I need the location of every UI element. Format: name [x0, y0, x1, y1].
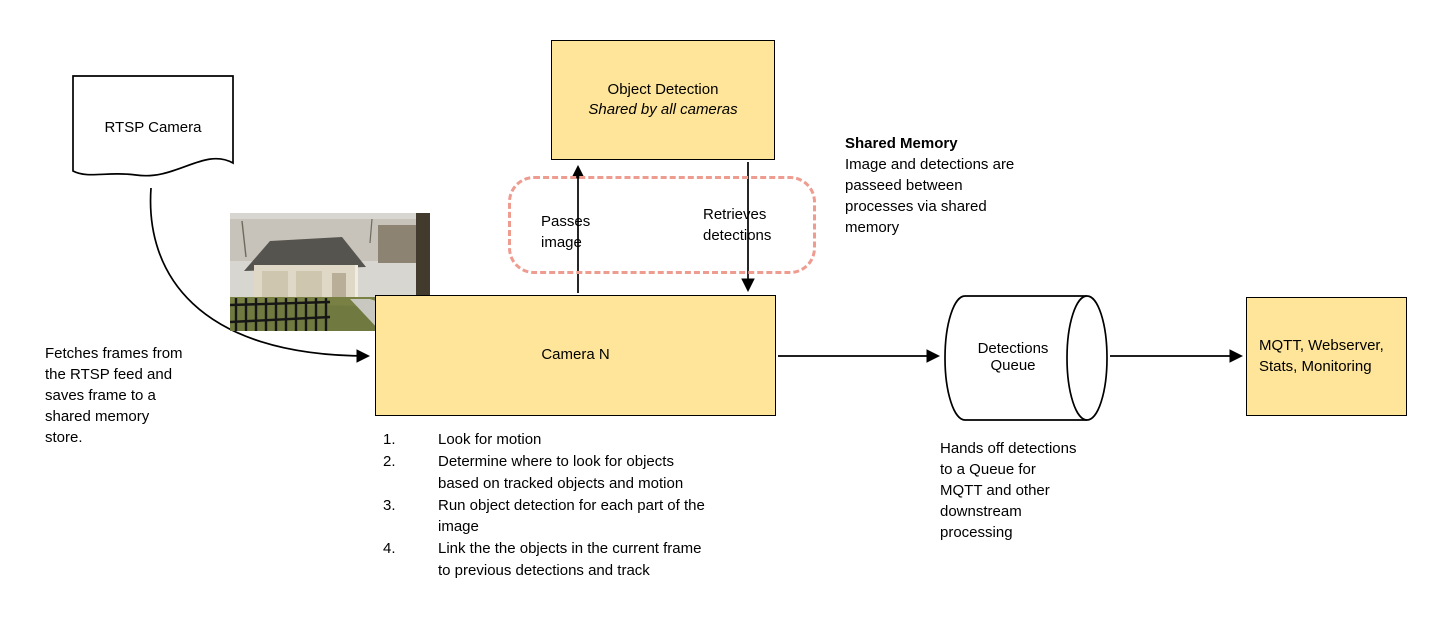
step-number: 2.: [383, 453, 396, 471]
document-shape-icon: [72, 75, 234, 177]
shared-memory-note: Shared Memory Image and detections are p…: [845, 133, 1045, 238]
object-detection-subtitle: Shared by all cameras: [588, 101, 738, 118]
camera-step-item: 2. Determine where to look for objects b…: [383, 451, 763, 494]
step-text: Run object detection for each part of th…: [438, 496, 705, 536]
retrieves-detections-label: Retrieves detections: [703, 206, 772, 244]
camera-n-node: Camera N: [375, 295, 776, 416]
object-detection-title: Object Detection: [607, 80, 719, 98]
step-number: 1.: [383, 431, 396, 448]
snapshot-scene-icon: [229, 213, 430, 331]
rtsp-camera-node: RTSP Camera: [72, 75, 234, 187]
step-text: Determine where to look for objects base…: [438, 453, 684, 492]
camera-step-item: 1. Look for motion: [383, 429, 763, 450]
camera-n-label: Camera N: [541, 346, 610, 364]
cylinder-shape-icon: [944, 295, 1108, 421]
step-number: 3.: [383, 496, 396, 514]
object-detection-node: Object Detection Shared by all cameras: [551, 40, 775, 160]
queue-handoff-note: Hands off detections to a Queue for MQTT…: [940, 440, 1077, 541]
detections-queue-label: Detections Queue: [977, 340, 1049, 374]
detections-queue-node: Detections Queue: [943, 294, 1109, 422]
fence-icon: [229, 298, 331, 331]
step-text: Link the the objects in the current fram…: [438, 540, 702, 579]
shared-memory-region: [508, 176, 816, 274]
camera-steps-list: 1. Look for motion 2. Determine where to…: [383, 429, 763, 582]
shared-memory-body: Image and detections are passeed between…: [845, 156, 1015, 236]
camera-step-item: 4. Link the the objects in the current f…: [383, 538, 763, 581]
step-text: Look for motion: [438, 431, 542, 448]
camera-snapshot-image: [229, 213, 430, 331]
rtsp-camera-label: RTSP Camera: [104, 119, 202, 136]
fetch-frames-note: Fetches frames from the RTSP feed and sa…: [45, 345, 183, 446]
camera-step-item: 3. Run object detection for each part of…: [383, 495, 763, 538]
passes-image-label: Passes image: [541, 213, 591, 251]
shared-memory-title: Shared Memory: [845, 135, 958, 152]
step-number: 4.: [383, 540, 396, 558]
outputs-node: MQTT, Webserver, Stats, Monitoring: [1246, 297, 1407, 416]
